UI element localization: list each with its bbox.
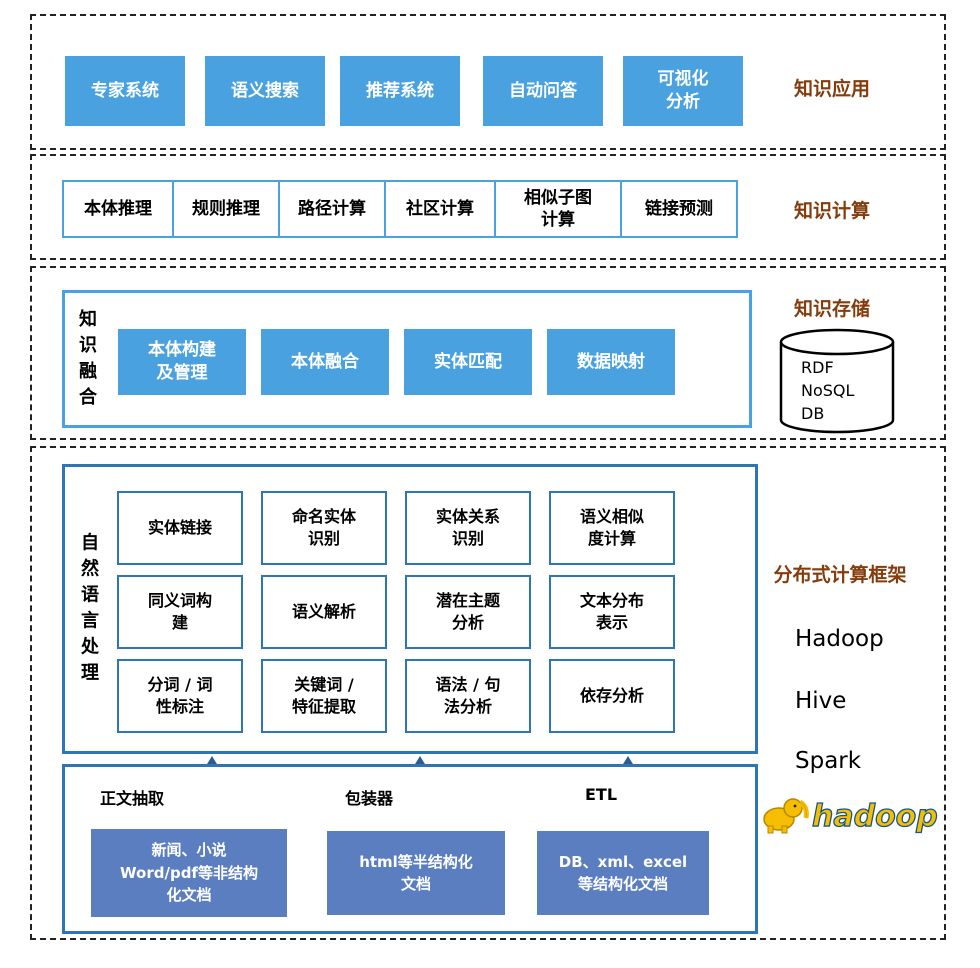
nlp-cell-dependency-analysis: 依存分析	[549, 659, 675, 733]
layer-label-knowledge-computation: 知识计算	[793, 200, 870, 222]
nlp-cell-topic-analysis: 潜在主题 分析	[405, 575, 531, 649]
layer-distributed-computing: 自然语言处理 实体链接 命名实体 识别 实体关系 识别 语义相似 度计算 同义词…	[30, 446, 946, 940]
hadoop-logo: hadoop	[758, 788, 950, 836]
nlp-cell-semantic-similarity: 语义相似 度计算	[549, 491, 675, 565]
framework-hadoop: Hadoop	[795, 626, 884, 652]
app-box-semantic-search: 语义搜索	[205, 56, 325, 126]
app-box-recommendation: 推荐系统	[340, 56, 460, 126]
db-type-rdf: RDF	[801, 358, 834, 377]
compute-box-link-prediction: 链接预测	[620, 180, 738, 238]
app-box-expert-system: 专家系统	[65, 56, 185, 126]
knowledge-fusion-vertical-label: 知识融合	[79, 308, 97, 409]
fusion-box-data-mapping: 数据映射	[547, 329, 675, 395]
db-types-text: RDF NoSQL DB	[801, 356, 854, 426]
nlp-cell-synonym-build: 同义词构 建	[117, 575, 243, 649]
framework-spark: Spark	[795, 748, 862, 774]
source-box-semi-structured: html等半结构化 文档	[327, 831, 505, 915]
app-box-visual-analysis: 可视化 分析	[623, 56, 743, 126]
app-box-auto-qa: 自动问答	[483, 56, 603, 126]
ingest-label-wrapper: 包装器	[345, 789, 394, 808]
cylinder-shape-icon	[779, 328, 895, 434]
hadoop-elephant-icon	[763, 798, 809, 834]
ingest-label-etl: ETL	[585, 785, 618, 804]
ingestion-box: 正文抽取 包装器 ETL 新闻、小说 Word/pdf等非结构 化文档 html…	[62, 764, 758, 934]
nlp-vertical-label: 自然语言处理	[81, 532, 99, 685]
fusion-box-ontology-merge: 本体融合	[261, 329, 389, 395]
layer-knowledge-storage: 知识融合 本体构建 及管理 本体融合 实体匹配 数据映射 知识存储 RDF No…	[30, 266, 946, 440]
layer-label-knowledge-storage: 知识存储	[793, 298, 870, 320]
compute-box-similar-subgraph: 相似子图 计算	[494, 180, 622, 238]
ingest-label-text-extraction: 正文抽取	[100, 789, 165, 808]
nlp-cell-segmentation-pos: 分词 / 词 性标注	[117, 659, 243, 733]
knowledge-fusion-box: 知识融合 本体构建 及管理 本体融合 实体匹配 数据映射	[62, 290, 752, 428]
nlp-cell-ner: 命名实体 识别	[261, 491, 387, 565]
label-distributed-framework: 分布式计算框架	[773, 564, 907, 586]
source-box-structured: DB、xml、excel 等结构化文档	[537, 831, 709, 915]
nlp-cell-keyword-extraction: 关键词 / 特征提取	[261, 659, 387, 733]
nlp-cell-semantic-parsing: 语义解析	[261, 575, 387, 649]
nlp-cell-syntax-analysis: 语法 / 句 法分析	[405, 659, 531, 733]
db-type-db: DB	[801, 404, 825, 424]
fusion-box-ontology-build: 本体构建 及管理	[118, 329, 246, 395]
db-type-nosql: NoSQL	[801, 381, 855, 401]
framework-hive: Hive	[795, 688, 847, 714]
compute-box-path-computation: 路径计算	[278, 180, 386, 238]
database-cylinder-icon: RDF NoSQL DB	[777, 328, 897, 434]
layer-knowledge-computation: 本体推理 规则推理 路径计算 社区计算 相似子图 计算 链接预测 知识计算	[30, 154, 946, 260]
fusion-box-entity-matching: 实体匹配	[404, 329, 532, 395]
compute-box-rule-reasoning: 规则推理	[172, 180, 280, 238]
layer-label-knowledge-application: 知识应用	[793, 78, 870, 100]
hadoop-logo-text: hadoop	[812, 799, 938, 834]
compute-box-community-computation: 社区计算	[384, 180, 496, 238]
nlp-cell-text-representation: 文本分布 表示	[549, 575, 675, 649]
nlp-cell-relation-recognition: 实体关系 识别	[405, 491, 531, 565]
nlp-cell-entity-linking: 实体链接	[117, 491, 243, 565]
layer-knowledge-application: 专家系统 语义搜索 推荐系统 自动问答 可视化 分析 知识应用	[30, 14, 946, 150]
source-box-unstructured: 新闻、小说 Word/pdf等非结构 化文档	[91, 829, 287, 917]
compute-box-ontology-reasoning: 本体推理	[62, 180, 174, 238]
nlp-box: 自然语言处理 实体链接 命名实体 识别 实体关系 识别 语义相似 度计算 同义词…	[62, 464, 758, 754]
